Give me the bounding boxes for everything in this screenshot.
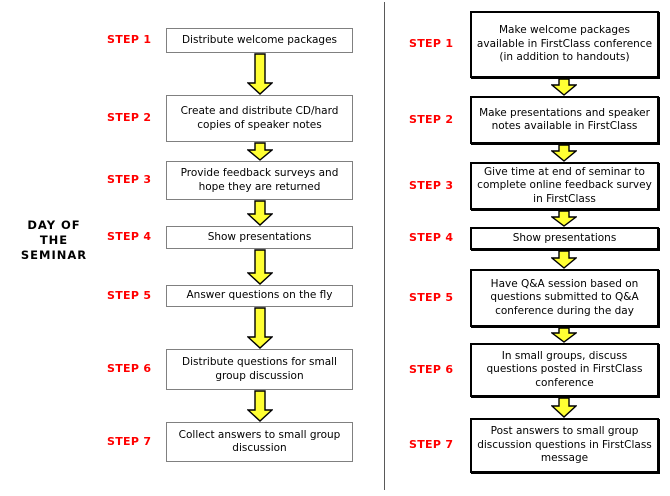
step-box: Make presentations and speaker notes ava…	[470, 96, 659, 144]
down-arrow-icon	[247, 200, 273, 226]
down-arrow-icon	[551, 144, 577, 162]
step-label: STEP 6	[409, 363, 454, 376]
down-arrow-icon	[551, 78, 577, 96]
step-label: STEP 2	[107, 111, 152, 124]
left-chart-caption: DAY OF THE SEMINAR	[20, 218, 88, 262]
down-arrow-icon	[247, 249, 273, 285]
step-box: Provide feedback surveys and hope they a…	[166, 161, 353, 200]
down-arrow-icon	[551, 210, 577, 227]
step-label: STEP 6	[107, 362, 152, 375]
step-label: STEP 5	[107, 289, 152, 302]
step-label: STEP 1	[107, 33, 152, 46]
step-box: Create and distribute CD/hard copies of …	[166, 95, 353, 142]
step-label: STEP 2	[409, 113, 454, 126]
down-arrow-icon	[551, 250, 577, 269]
down-arrow-icon	[247, 307, 273, 349]
step-box: Distribute questions for small group dis…	[166, 349, 353, 390]
step-box: Show presentations	[470, 227, 659, 250]
step-label: STEP 1	[409, 37, 454, 50]
step-label: STEP 7	[107, 435, 152, 448]
step-box: Make welcome packages available in First…	[470, 11, 659, 78]
step-label: STEP 4	[107, 230, 152, 243]
step-label: STEP 7	[409, 438, 454, 451]
down-arrow-icon	[247, 390, 273, 422]
step-box: Give time at end of seminar to complete …	[470, 162, 659, 210]
down-arrow-icon	[551, 327, 577, 343]
step-box: Show presentations	[166, 226, 353, 249]
down-arrow-icon	[247, 53, 273, 95]
step-label: STEP 3	[107, 173, 152, 186]
step-box: Distribute welcome packages	[166, 28, 353, 53]
column-divider	[384, 2, 385, 490]
step-label: STEP 3	[409, 179, 454, 192]
step-label: STEP 5	[409, 291, 454, 304]
step-box: Post answers to small group discussion q…	[470, 418, 659, 473]
down-arrow-icon	[247, 142, 273, 161]
step-box: Have Q&A session based on questions subm…	[470, 269, 659, 327]
step-label: STEP 4	[409, 231, 454, 244]
down-arrow-icon	[551, 397, 577, 418]
step-box: Answer questions on the fly	[166, 285, 353, 307]
step-box: Collect answers to small group discussio…	[166, 422, 353, 462]
step-box: In small groups, discuss questions poste…	[470, 343, 659, 397]
